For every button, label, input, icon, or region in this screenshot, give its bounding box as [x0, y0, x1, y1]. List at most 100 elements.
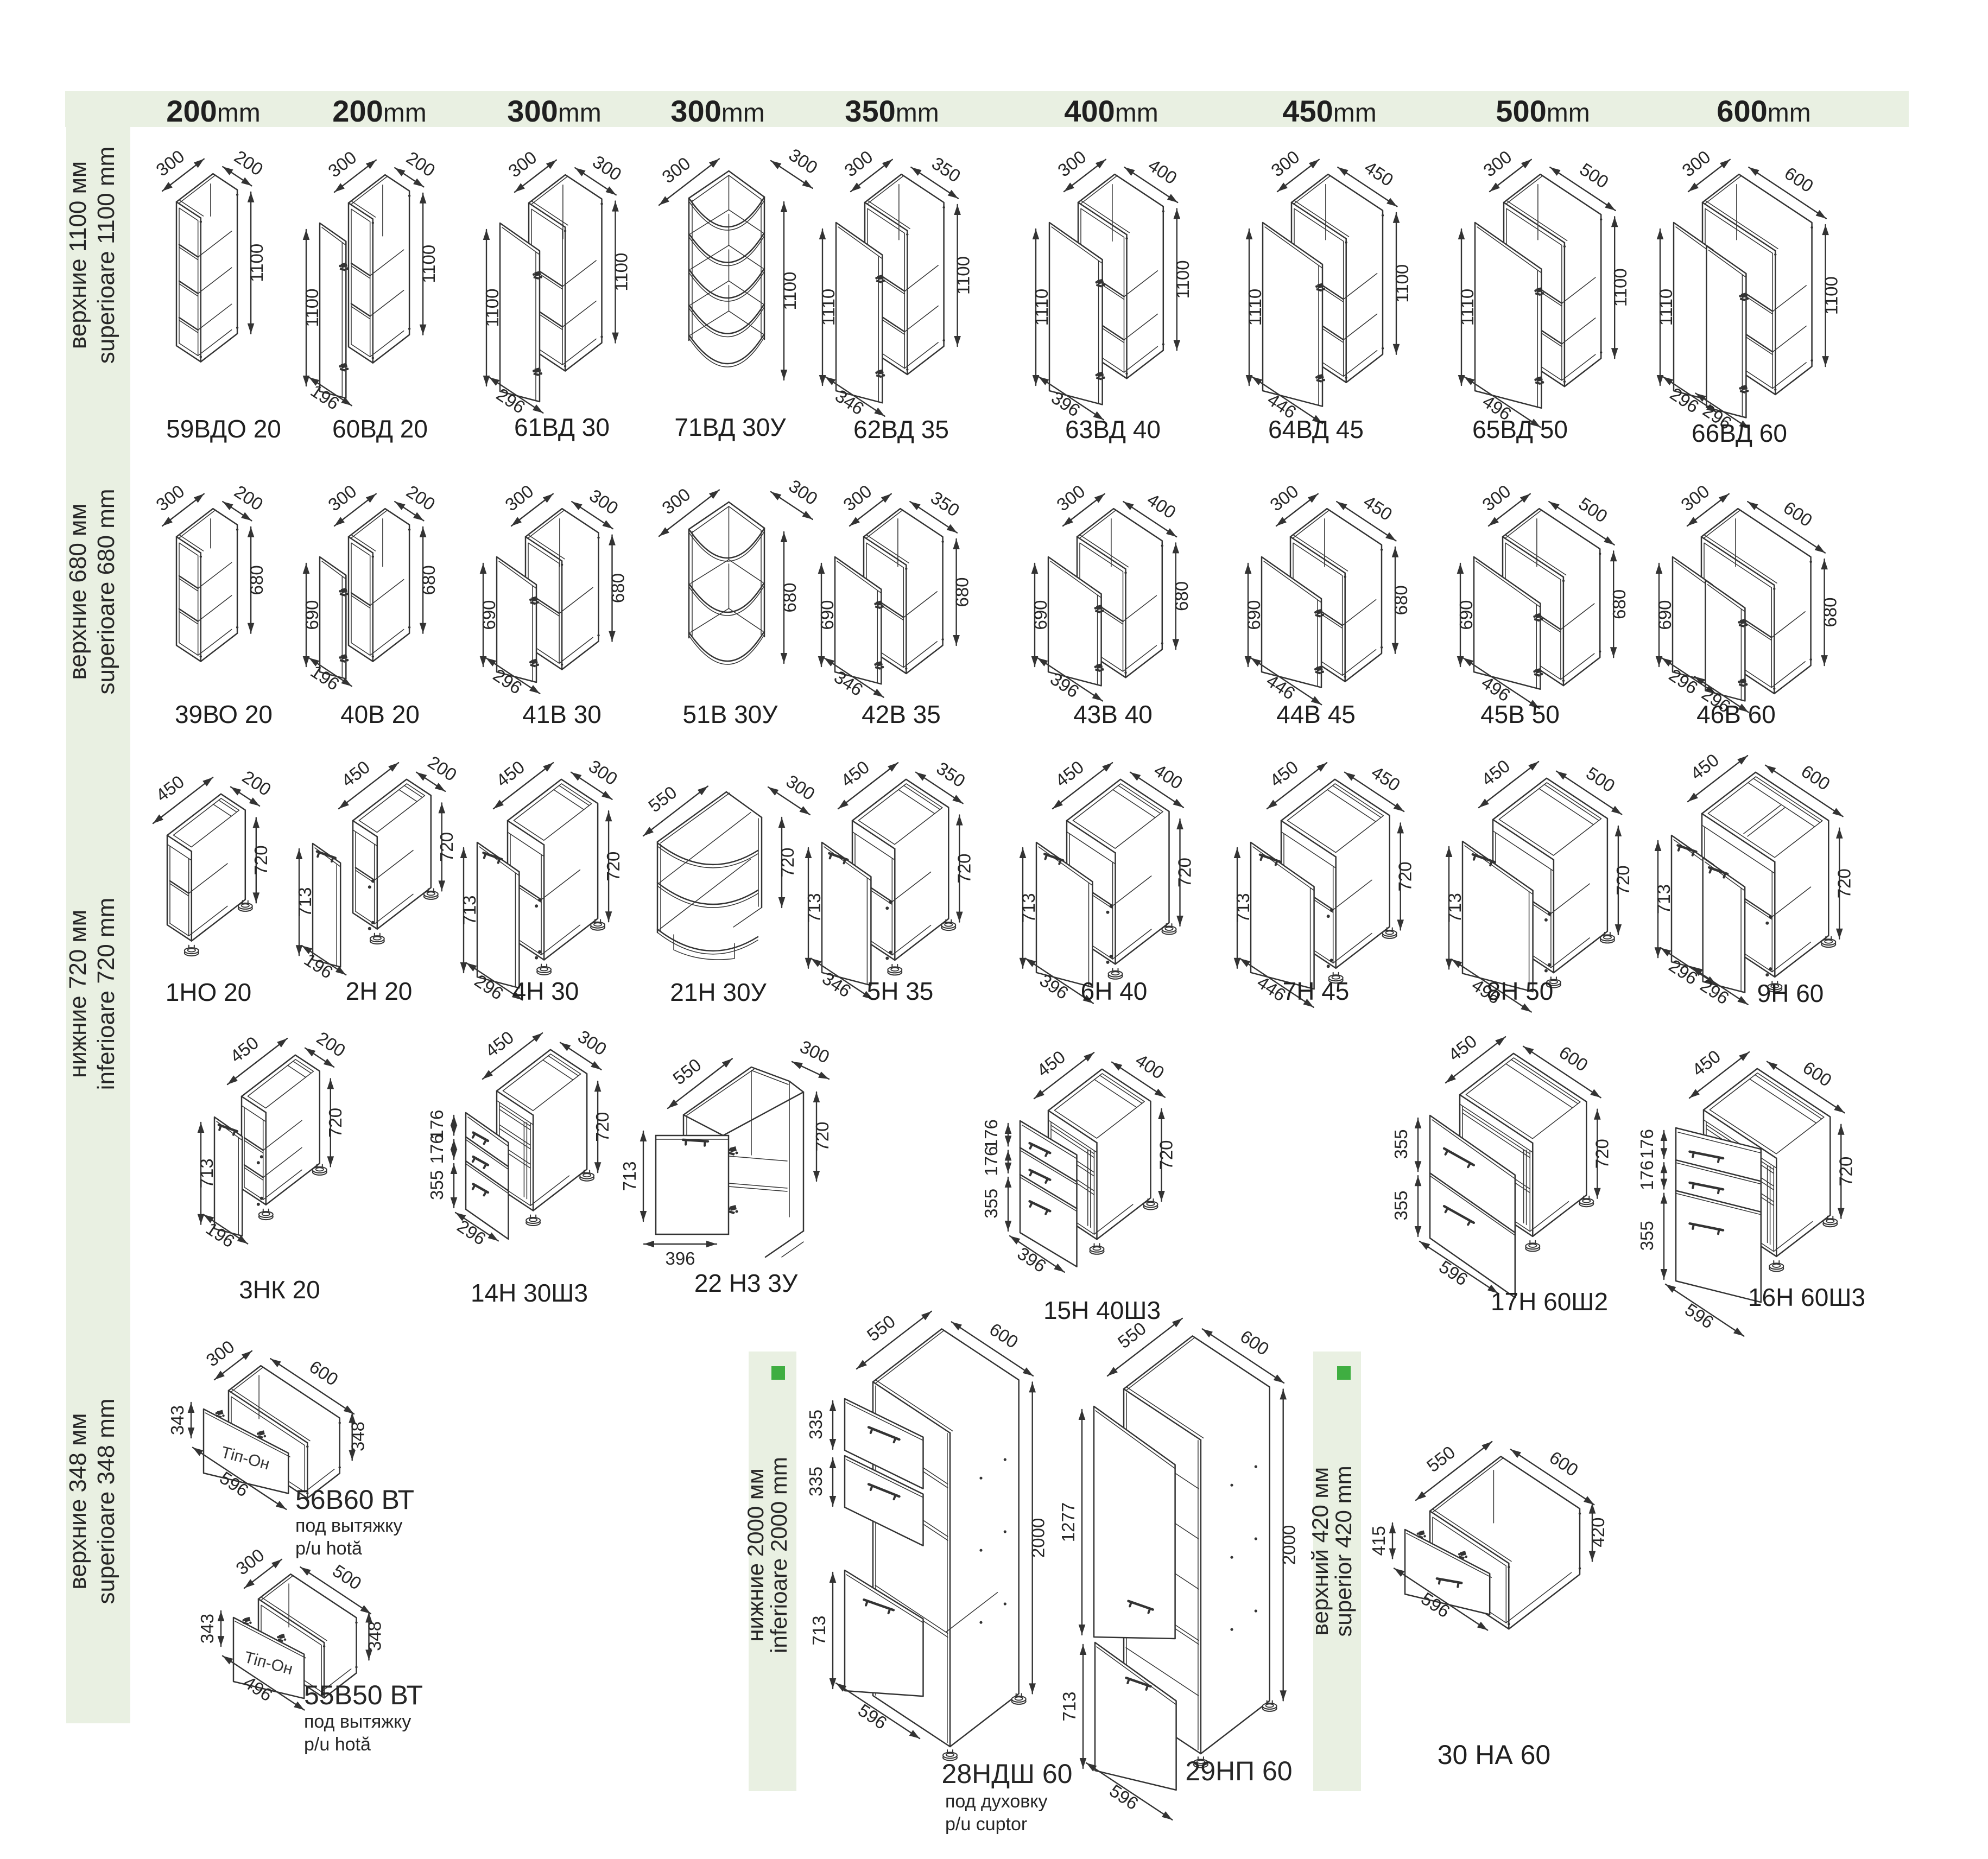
svg-text:680: 680 [1172, 581, 1192, 611]
svg-text:22 Н3 3У: 22 Н3 3У [694, 1269, 798, 1297]
svg-text:176: 176 [1637, 1160, 1657, 1190]
svg-text:6Н 40: 6Н 40 [1081, 977, 1148, 1005]
svg-text:690: 690 [479, 600, 499, 630]
svg-text:400mm: 400mm [1064, 94, 1158, 128]
svg-text:1100: 1100 [302, 289, 322, 327]
svg-text:713: 713 [1059, 1691, 1079, 1721]
svg-text:200mm: 200mm [166, 94, 260, 128]
svg-text:41В 30: 41В 30 [522, 700, 602, 728]
svg-text:713: 713 [295, 887, 315, 917]
svg-text:30 НА 60: 30 НА 60 [1438, 1740, 1550, 1770]
svg-text:680: 680 [246, 565, 267, 595]
svg-text:29НП 60: 29НП 60 [1185, 1756, 1292, 1786]
svg-text:2000: 2000 [1279, 1525, 1299, 1565]
svg-text:9Н 60: 9Н 60 [1757, 979, 1824, 1007]
svg-text:680: 680 [1609, 589, 1629, 619]
svg-text:396: 396 [665, 1248, 695, 1268]
svg-text:720: 720 [954, 854, 974, 884]
svg-text:420: 420 [1588, 1518, 1608, 1547]
svg-text:39ВО 20: 39ВО 20 [175, 700, 273, 728]
svg-text:350mm: 350mm [845, 94, 939, 128]
svg-text:под вытяжку: под вытяжку [304, 1711, 411, 1732]
svg-text:верхний 420 мм: верхний 420 мм [1307, 1467, 1333, 1635]
svg-text:superioare 348 mm: superioare 348 mm [93, 1398, 119, 1604]
svg-text:16Н 60Ш3: 16Н 60Ш3 [1748, 1283, 1865, 1311]
svg-text:355: 355 [1391, 1191, 1411, 1221]
svg-text:40В 20: 40В 20 [340, 700, 420, 728]
svg-text:7Н 45: 7Н 45 [1283, 977, 1350, 1005]
svg-text:1100: 1100 [611, 253, 631, 291]
svg-text:1110: 1110 [1031, 289, 1052, 326]
svg-text:1110: 1110 [818, 289, 838, 326]
svg-text:51В 30У: 51В 30У [682, 700, 778, 728]
svg-text:690: 690 [1456, 600, 1476, 630]
svg-text:720: 720 [1835, 1157, 1856, 1187]
svg-text:335: 335 [806, 1410, 826, 1439]
svg-text:720: 720 [1834, 868, 1854, 898]
svg-text:176: 176 [981, 1146, 1001, 1176]
svg-text:45В 50: 45В 50 [1480, 700, 1560, 728]
svg-text:720: 720 [1175, 858, 1195, 887]
svg-text:3НК 20: 3НК 20 [239, 1276, 320, 1304]
svg-text:верхние 680 мм: верхние 680 мм [65, 503, 91, 680]
svg-text:p/u hotă: p/u hotă [295, 1538, 362, 1559]
svg-text:64ВД 45: 64ВД 45 [1268, 415, 1364, 443]
svg-text:p/u cuptor: p/u cuptor [945, 1814, 1027, 1835]
svg-text:355: 355 [1391, 1130, 1411, 1159]
svg-text:superior 420 mm: superior 420 mm [1331, 1465, 1356, 1636]
svg-text:713: 713 [804, 893, 824, 923]
svg-text:720: 720 [251, 845, 271, 875]
svg-text:680: 680 [608, 573, 628, 603]
svg-text:под вытяжку: под вытяжку [295, 1515, 402, 1536]
svg-text:1100: 1100 [482, 289, 502, 327]
svg-text:1100: 1100 [953, 256, 973, 295]
svg-text:21Н 30У: 21Н 30У [670, 978, 767, 1006]
svg-text:720: 720 [592, 1112, 612, 1142]
svg-text:1110: 1110 [1656, 289, 1676, 326]
svg-text:inferioare 2000 mm: inferioare 2000 mm [766, 1457, 792, 1653]
svg-text:p/u hotă: p/u hotă [304, 1734, 371, 1755]
svg-text:inferioare 720 mm: inferioare 720 mm [93, 898, 119, 1090]
svg-text:300mm: 300mm [670, 94, 764, 128]
svg-text:713: 713 [1018, 893, 1039, 923]
svg-text:14Н 30Ш3: 14Н 30Ш3 [471, 1279, 588, 1307]
svg-text:43В 40: 43В 40 [1073, 700, 1153, 728]
svg-text:680: 680 [1820, 598, 1840, 627]
svg-text:superioare 1100 mm: superioare 1100 mm [93, 147, 119, 364]
svg-text:59ВДО 20: 59ВДО 20 [166, 415, 281, 443]
svg-text:348: 348 [365, 1621, 385, 1651]
svg-text:713: 713 [1445, 893, 1465, 923]
svg-text:5Н 35: 5Н 35 [867, 977, 934, 1005]
svg-text:2000: 2000 [1028, 1518, 1048, 1558]
svg-text:1100: 1100 [246, 244, 267, 282]
svg-text:15Н 40Ш3: 15Н 40Ш3 [1043, 1296, 1161, 1324]
svg-text:62ВД 35: 62ВД 35 [853, 415, 949, 443]
svg-text:713: 713 [809, 1615, 829, 1645]
svg-text:720: 720 [1395, 861, 1415, 891]
svg-text:1100: 1100 [1392, 264, 1412, 303]
svg-text:680: 680 [1391, 585, 1411, 615]
svg-text:71ВД 30У: 71ВД 30У [674, 413, 786, 441]
svg-text:600mm: 600mm [1717, 94, 1810, 128]
svg-text:1277: 1277 [1058, 1502, 1078, 1542]
svg-text:500mm: 500mm [1496, 94, 1590, 128]
svg-text:713: 713 [1654, 884, 1674, 914]
svg-text:343: 343 [197, 1614, 217, 1644]
svg-text:720: 720 [1592, 1139, 1612, 1169]
svg-text:под духовку: под духовку [945, 1791, 1048, 1812]
svg-text:56В60 ВТ: 56В60 ВТ [295, 1484, 414, 1515]
svg-text:713: 713 [197, 1158, 217, 1188]
svg-text:176: 176 [981, 1119, 1001, 1149]
svg-text:4Н 30: 4Н 30 [512, 977, 579, 1005]
svg-text:690: 690 [302, 600, 322, 630]
svg-text:63ВД 40: 63ВД 40 [1065, 415, 1161, 443]
svg-text:1100: 1100 [780, 272, 800, 310]
svg-text:335: 335 [806, 1467, 826, 1496]
svg-text:17Н 60Ш2: 17Н 60Ш2 [1491, 1287, 1608, 1316]
svg-text:1100: 1100 [1821, 276, 1841, 315]
svg-text:65ВД 50: 65ВД 50 [1472, 415, 1568, 443]
svg-text:690: 690 [1030, 600, 1050, 630]
svg-text:355: 355 [981, 1189, 1001, 1219]
svg-text:720: 720 [1613, 865, 1633, 895]
svg-text:720: 720 [603, 852, 623, 881]
